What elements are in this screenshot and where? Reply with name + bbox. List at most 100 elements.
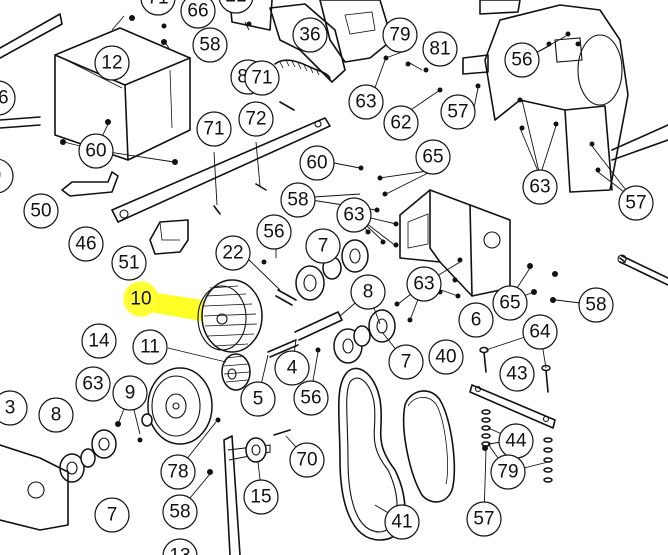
callout-7: 7 — [94, 497, 130, 533]
arm-46-hole — [119, 209, 129, 219]
callout-63: 63 — [336, 197, 372, 233]
callout-63: 63 — [348, 84, 384, 120]
callout-44: 44 — [498, 423, 534, 459]
callout-label: 63 — [355, 92, 376, 113]
flange-bearing-8a — [295, 265, 325, 301]
callout-label: 71 — [147, 0, 168, 9]
callout-label: 50 — [30, 201, 51, 222]
housing-right-fold — [564, 105, 613, 191]
gear-10-teeth — [203, 285, 258, 347]
callout-label: 60 — [306, 153, 327, 174]
flange-bearing-8b — [368, 309, 396, 343]
callout-5: 5 — [240, 381, 276, 417]
housing-6-hole — [483, 231, 501, 249]
plate-3 — [0, 444, 69, 531]
rod-right-end — [617, 254, 627, 264]
callout-label: 63 — [82, 374, 103, 395]
bracket-50 — [61, 171, 119, 197]
flange-bearing-lower-right — [91, 429, 117, 459]
callout-57: 57 — [466, 501, 502, 537]
housing-12-inner — [65, 59, 173, 129]
spring-36-coils — [279, 59, 320, 76]
callout-63: 63 — [75, 366, 111, 402]
callout-71: 71 — [196, 111, 232, 147]
callout-label: 58 — [287, 190, 308, 211]
pulley-11-hub — [227, 368, 237, 380]
bar-43-hole-2 — [542, 415, 550, 423]
bolt-70 — [273, 429, 291, 436]
housing-12 — [54, 27, 191, 161]
callout-60: 60 — [78, 133, 114, 169]
callout-3: 3 — [0, 390, 28, 426]
callout-15: 15 — [243, 479, 279, 515]
callout-label: 58 — [199, 35, 220, 56]
toothed-belt-40 — [402, 390, 456, 503]
callout-66: 66 — [180, 0, 216, 29]
bolt-72 — [255, 183, 267, 191]
hardware-nuts-screws — [60, 15, 601, 475]
callout-13: 13 — [162, 538, 198, 555]
callout-label: 58 — [585, 295, 606, 316]
flange-bearing-upper — [341, 239, 369, 273]
callout-9: 9 — [112, 375, 148, 411]
bolt-71-lower — [213, 205, 221, 215]
callout-label: 57 — [473, 509, 494, 530]
callout-label: 7 — [318, 236, 329, 257]
callout-label: 81 — [429, 39, 450, 60]
callout-65: 65 — [492, 285, 528, 321]
callout-12: 12 — [94, 45, 130, 81]
callout-70: 70 — [289, 442, 325, 478]
key-22 — [275, 289, 297, 306]
callout-label: 57 — [447, 102, 468, 123]
callout-41: 41 — [384, 504, 420, 540]
pulley-11-teeth — [223, 355, 251, 383]
callout-label: 21 — [225, 0, 246, 7]
callout-72: 72 — [238, 101, 274, 137]
callout-label: 64 — [529, 322, 551, 343]
callout-label: 40 — [435, 347, 456, 368]
callout-57: 57 — [618, 185, 654, 221]
flange-bearing-upper-hole — [349, 248, 361, 264]
callout-58: 58 — [280, 182, 316, 218]
arm-13 — [223, 435, 241, 555]
callout-label: 56 — [0, 88, 9, 109]
pulley-15 — [245, 437, 267, 463]
callout-label: 44 — [505, 431, 527, 452]
callout-22: 22 — [215, 235, 251, 271]
pulley-14 — [147, 367, 213, 445]
housing-right-top — [484, 4, 629, 193]
pulley-14-groove — [151, 375, 201, 437]
callout-label: 14 — [88, 331, 110, 352]
callout-label: 58 — [169, 502, 190, 523]
callout-label: 3 — [5, 398, 16, 419]
callout-label: 6 — [471, 310, 482, 331]
callout-58: 58 — [192, 27, 228, 63]
callout-79: 79 — [382, 17, 418, 53]
callout-56: 56 — [256, 214, 292, 250]
callout-label: 4 — [287, 358, 298, 379]
callout-58: 58 — [162, 494, 198, 530]
callout-65: 65 — [415, 139, 451, 175]
callout-51: 51 — [111, 245, 147, 281]
callout-14: 14 — [81, 323, 117, 359]
callout-label: 63 — [343, 205, 364, 226]
bracket-51 — [149, 219, 189, 255]
callout-81: 81 — [422, 31, 458, 67]
toothed-belt-40-teeth — [407, 397, 448, 485]
pulley-14-bore — [172, 402, 180, 410]
callout-label: 66 — [187, 1, 208, 22]
callout-label: 56 — [511, 50, 532, 71]
washer-9 — [141, 413, 153, 427]
flange-bearing-lower-right-hole — [98, 437, 110, 451]
callout-label: 12 — [101, 53, 122, 74]
callout-label: 36 — [299, 25, 320, 46]
flange-bearing-8a-hole — [303, 274, 317, 292]
callout-56: 56 — [504, 42, 540, 78]
callout-label: 11 — [140, 337, 160, 358]
callout-label: 7 — [401, 352, 412, 373]
washer-stack-right — [543, 437, 553, 483]
callout-71: 71 — [244, 60, 280, 96]
housing-right-plate — [554, 37, 583, 63]
